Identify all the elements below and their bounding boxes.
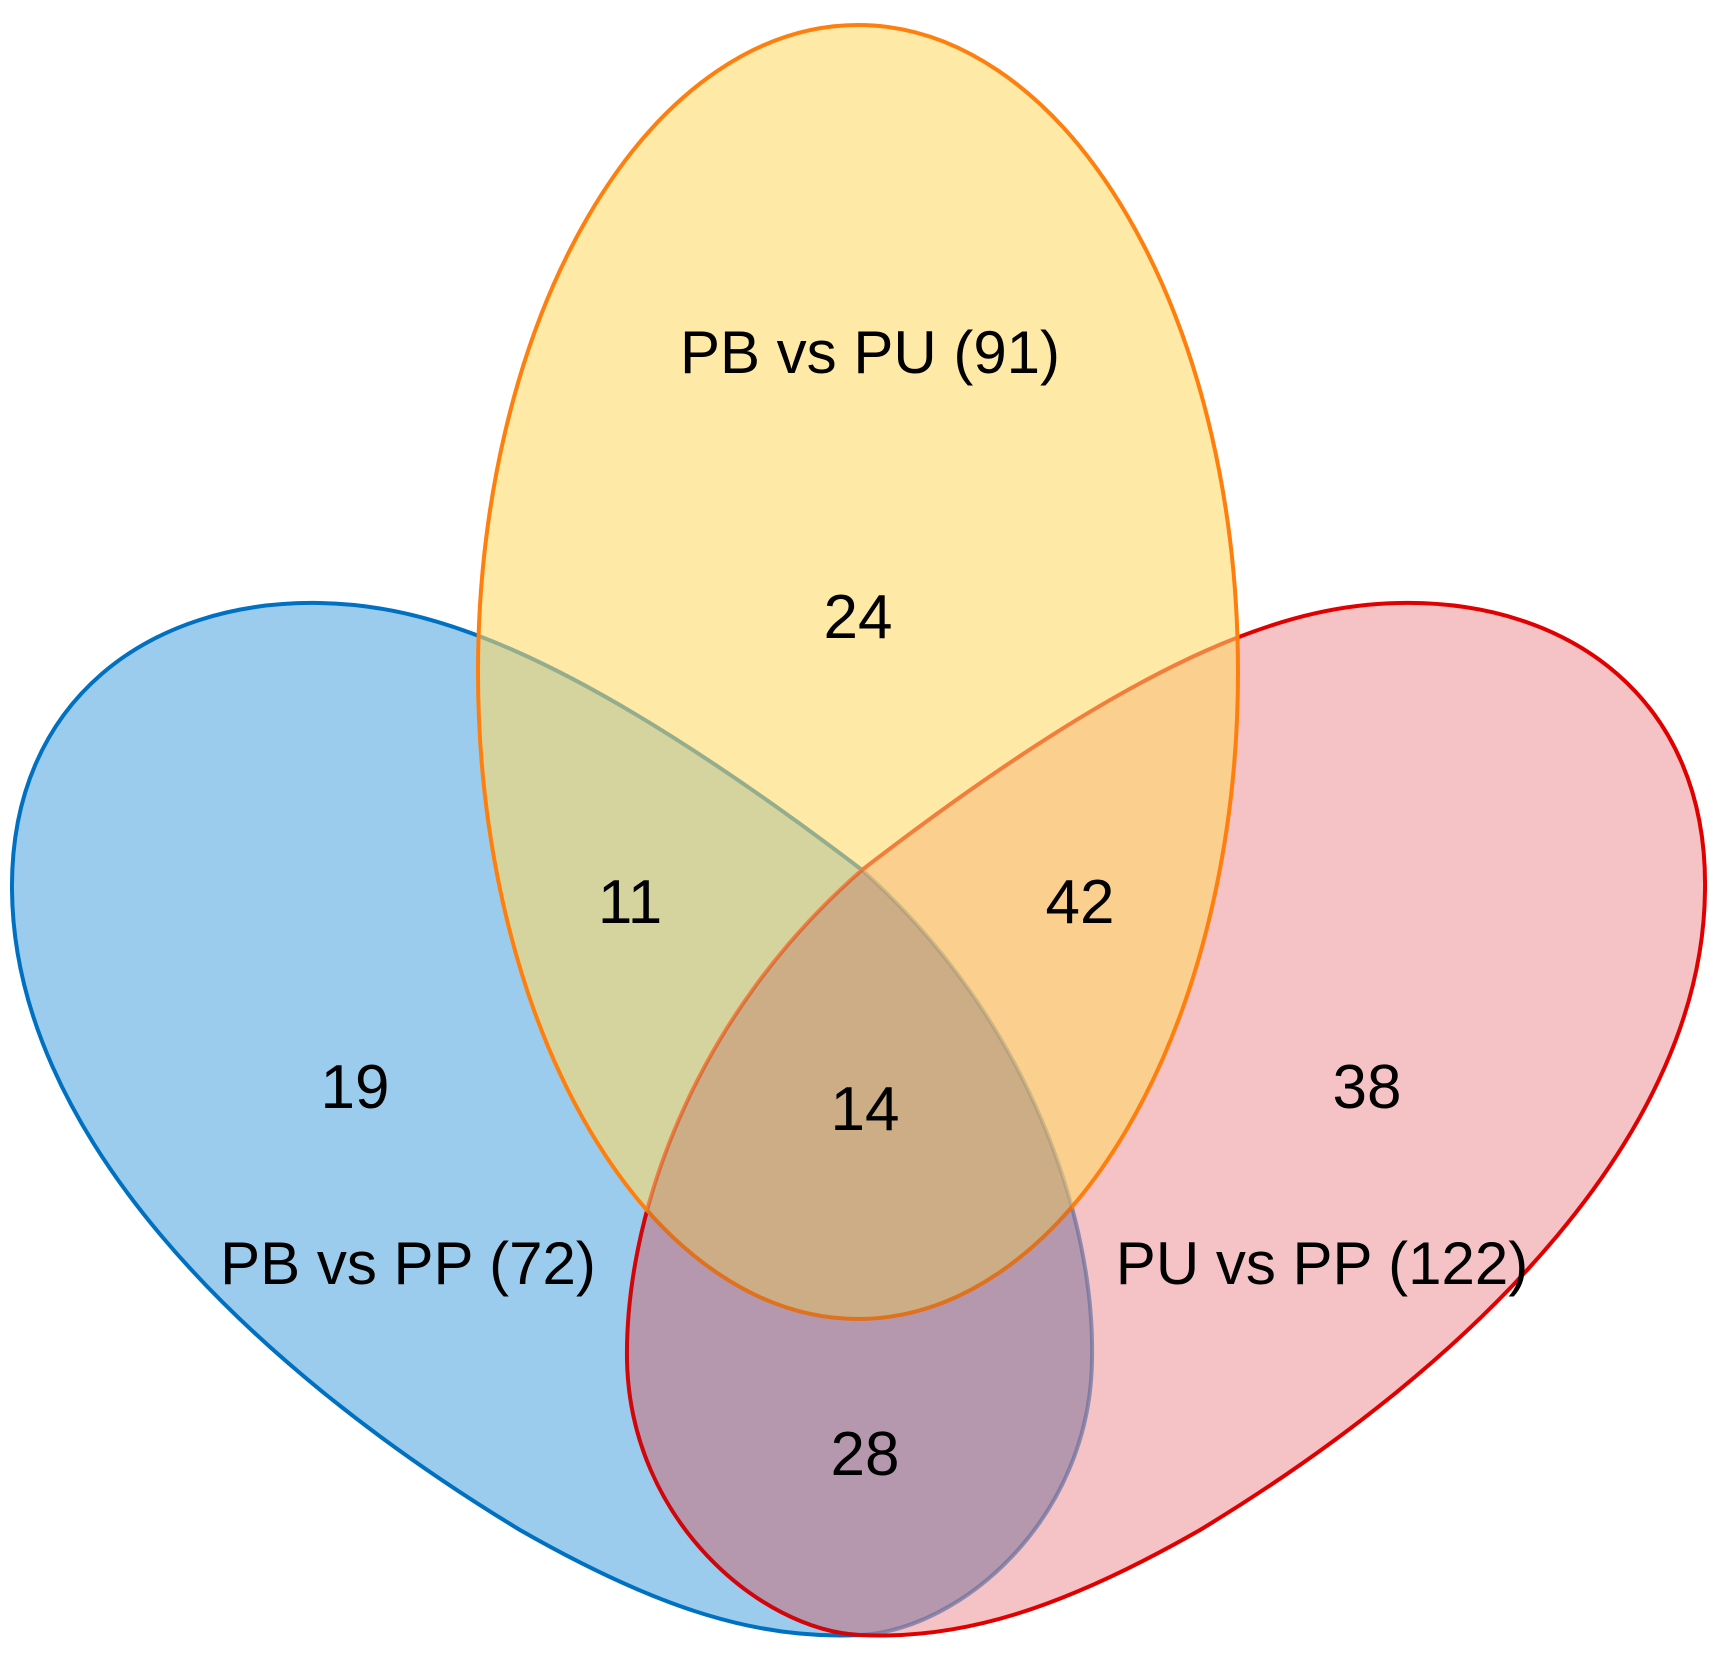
count-pink-only: 38 xyxy=(1333,1053,1402,1122)
set-yellow-shape xyxy=(476,23,1240,1321)
count-yellow-pink: 42 xyxy=(1046,868,1115,937)
set-label-blue: PB vs PP (72) xyxy=(220,1230,596,1297)
count-blue-pink: 28 xyxy=(831,1420,900,1489)
set-label-yellow: PB vs PU (91) xyxy=(680,319,1060,386)
count-blue-only: 19 xyxy=(321,1053,390,1122)
count-all-three: 14 xyxy=(831,1075,900,1144)
set-label-pink: PU vs PP (122) xyxy=(1116,1230,1528,1297)
count-blue-yellow: 11 xyxy=(598,868,662,937)
count-yellow-only: 24 xyxy=(824,583,893,652)
